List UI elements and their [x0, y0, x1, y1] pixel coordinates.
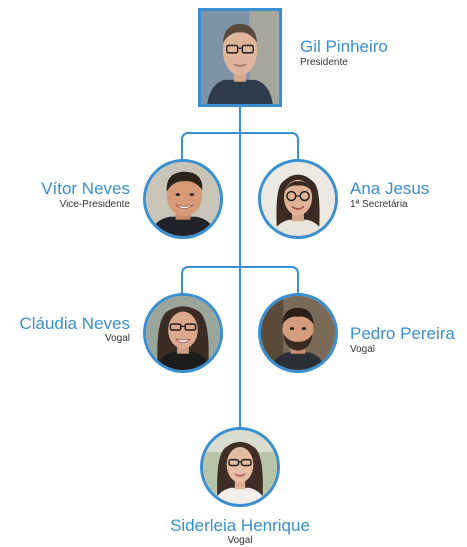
member-role-pedro-pereira: Vogal — [350, 344, 376, 355]
member-role-ana-jesus: 1ª Secretária — [350, 199, 408, 210]
member-photo-vitor-neves — [143, 159, 223, 239]
member-photo-ana-jesus — [258, 159, 338, 239]
member-name-vitor-neves: Vítor Neves — [41, 179, 130, 198]
member-role-vitor-neves: Vice-Presidente — [59, 199, 130, 210]
member-name-gil-pinheiro: Gil Pinheiro — [300, 37, 388, 56]
member-photo-pedro-pereira — [258, 293, 338, 373]
branch-line-level-1 — [181, 132, 299, 160]
member-role-gil-pinheiro: Presidente — [300, 57, 348, 68]
branch-line-level-2 — [181, 266, 299, 294]
member-photo-claudia-neves — [143, 293, 223, 373]
member-name-ana-jesus: Ana Jesus — [350, 179, 430, 198]
member-role-siderleia-henrique: Vogal — [227, 535, 253, 546]
member-name-siderleia-henrique: Siderleia Henrique — [170, 516, 310, 535]
member-name-claudia-neves: Cláudia Neves — [19, 314, 130, 333]
member-photo-siderleia-henrique — [200, 427, 280, 507]
member-role-claudia-neves: Vogal — [104, 333, 130, 344]
member-photo-gil-pinheiro — [198, 8, 282, 107]
member-name-pedro-pereira: Pedro Pereira — [350, 324, 455, 343]
